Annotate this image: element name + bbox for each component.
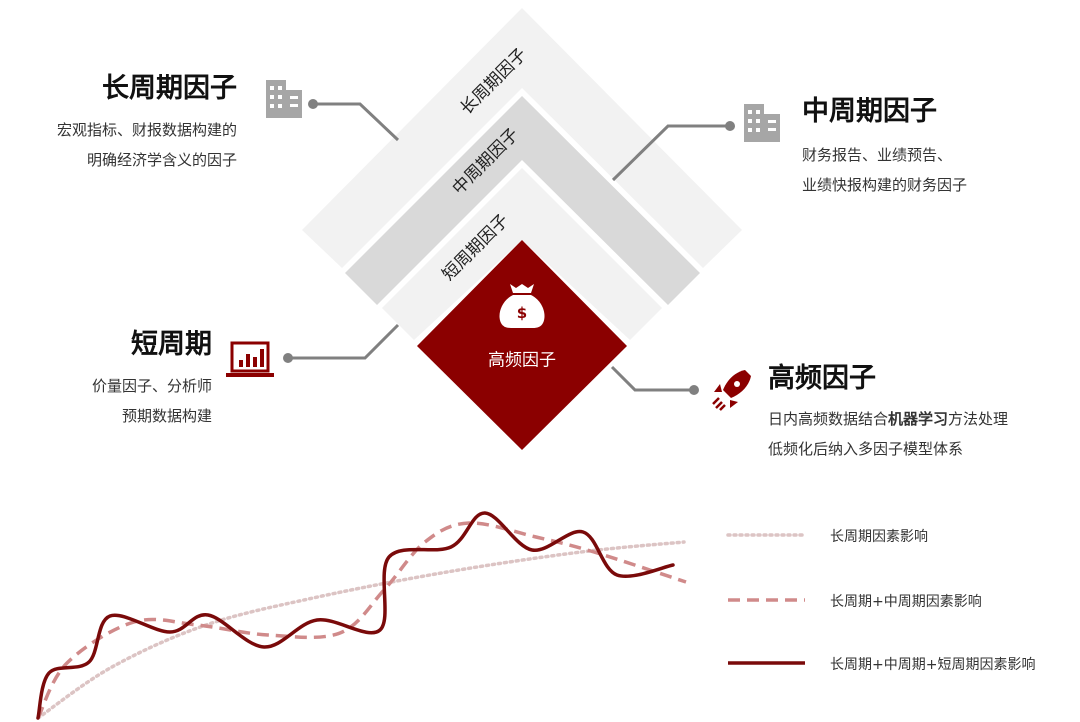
svg-text:$: $ bbox=[517, 304, 527, 322]
solid-curve bbox=[36, 511, 675, 720]
dashed-curve bbox=[36, 521, 687, 719]
hf-desc-line: 低频化后纳入多因子模型体系 bbox=[768, 440, 964, 458]
short-connector bbox=[288, 323, 400, 360]
building-icon bbox=[266, 80, 302, 118]
mid-connector bbox=[611, 124, 730, 182]
hf-desc-bold: 机器学习 bbox=[888, 410, 949, 428]
long-connector bbox=[313, 102, 400, 142]
dotted-curve bbox=[36, 540, 686, 720]
hf-title: 高频因子 bbox=[768, 363, 876, 394]
legend-dotted-label: 长周期因素影响 bbox=[830, 529, 928, 545]
legend-dashed-label: 长周期+中周期因素影响 bbox=[830, 594, 982, 610]
long-desc-line: 宏观指标、财报数据构建的 bbox=[56, 121, 237, 139]
high-frequency-diamond bbox=[417, 240, 627, 450]
hf-desc-line: 日内高频数据结合机器学习方法处理 bbox=[768, 404, 1008, 434]
short-desc: 价量因子、分析师 预期数据构建 bbox=[92, 371, 212, 431]
long-desc-line: 明确经济学含义的因子 bbox=[86, 151, 237, 169]
money-bag-icon: $ bbox=[499, 284, 545, 328]
short-desc-line: 价量因子、分析师 bbox=[91, 377, 212, 395]
hf-desc-text: 日内高频数据结合 bbox=[768, 410, 889, 428]
connector-dot bbox=[308, 99, 318, 109]
mid-desc: 财务报告、业绩预告、 业绩快报构建的财务因子 bbox=[802, 140, 967, 200]
mid-desc-line: 业绩快报构建的财务因子 bbox=[802, 176, 968, 194]
long-cycle-band bbox=[302, 8, 742, 268]
long-desc: 宏观指标、财报数据构建的 明确经济学含义的因子 bbox=[57, 115, 237, 175]
connector-dot bbox=[283, 353, 293, 363]
core-label: 高频因子 bbox=[488, 350, 556, 371]
long-title: 长周期因子 bbox=[102, 73, 237, 104]
mid-title: 中周期因子 bbox=[802, 96, 937, 127]
hf-desc-text: 方法处理 bbox=[948, 410, 1009, 428]
hf-desc: 日内高频数据结合机器学习方法处理 低频化后纳入多因子模型体系 bbox=[768, 404, 1008, 464]
hf-connector bbox=[610, 365, 694, 392]
laptop-chart-icon bbox=[226, 341, 274, 377]
mid-cycle-band bbox=[345, 96, 700, 305]
short-cycle-band bbox=[382, 168, 662, 340]
rocket-icon bbox=[712, 370, 751, 411]
short-title: 短周期 bbox=[131, 329, 212, 360]
trend-curves bbox=[36, 511, 687, 720]
short-desc-line: 预期数据构建 bbox=[121, 407, 212, 425]
mid-desc-line: 财务报告、业绩预告、 bbox=[802, 146, 953, 164]
legend-solid-label: 长周期+中周期+短周期因素影响 bbox=[830, 657, 1036, 673]
connector-dot bbox=[725, 121, 735, 131]
building-icon bbox=[744, 104, 780, 142]
connector-dot bbox=[689, 385, 699, 395]
